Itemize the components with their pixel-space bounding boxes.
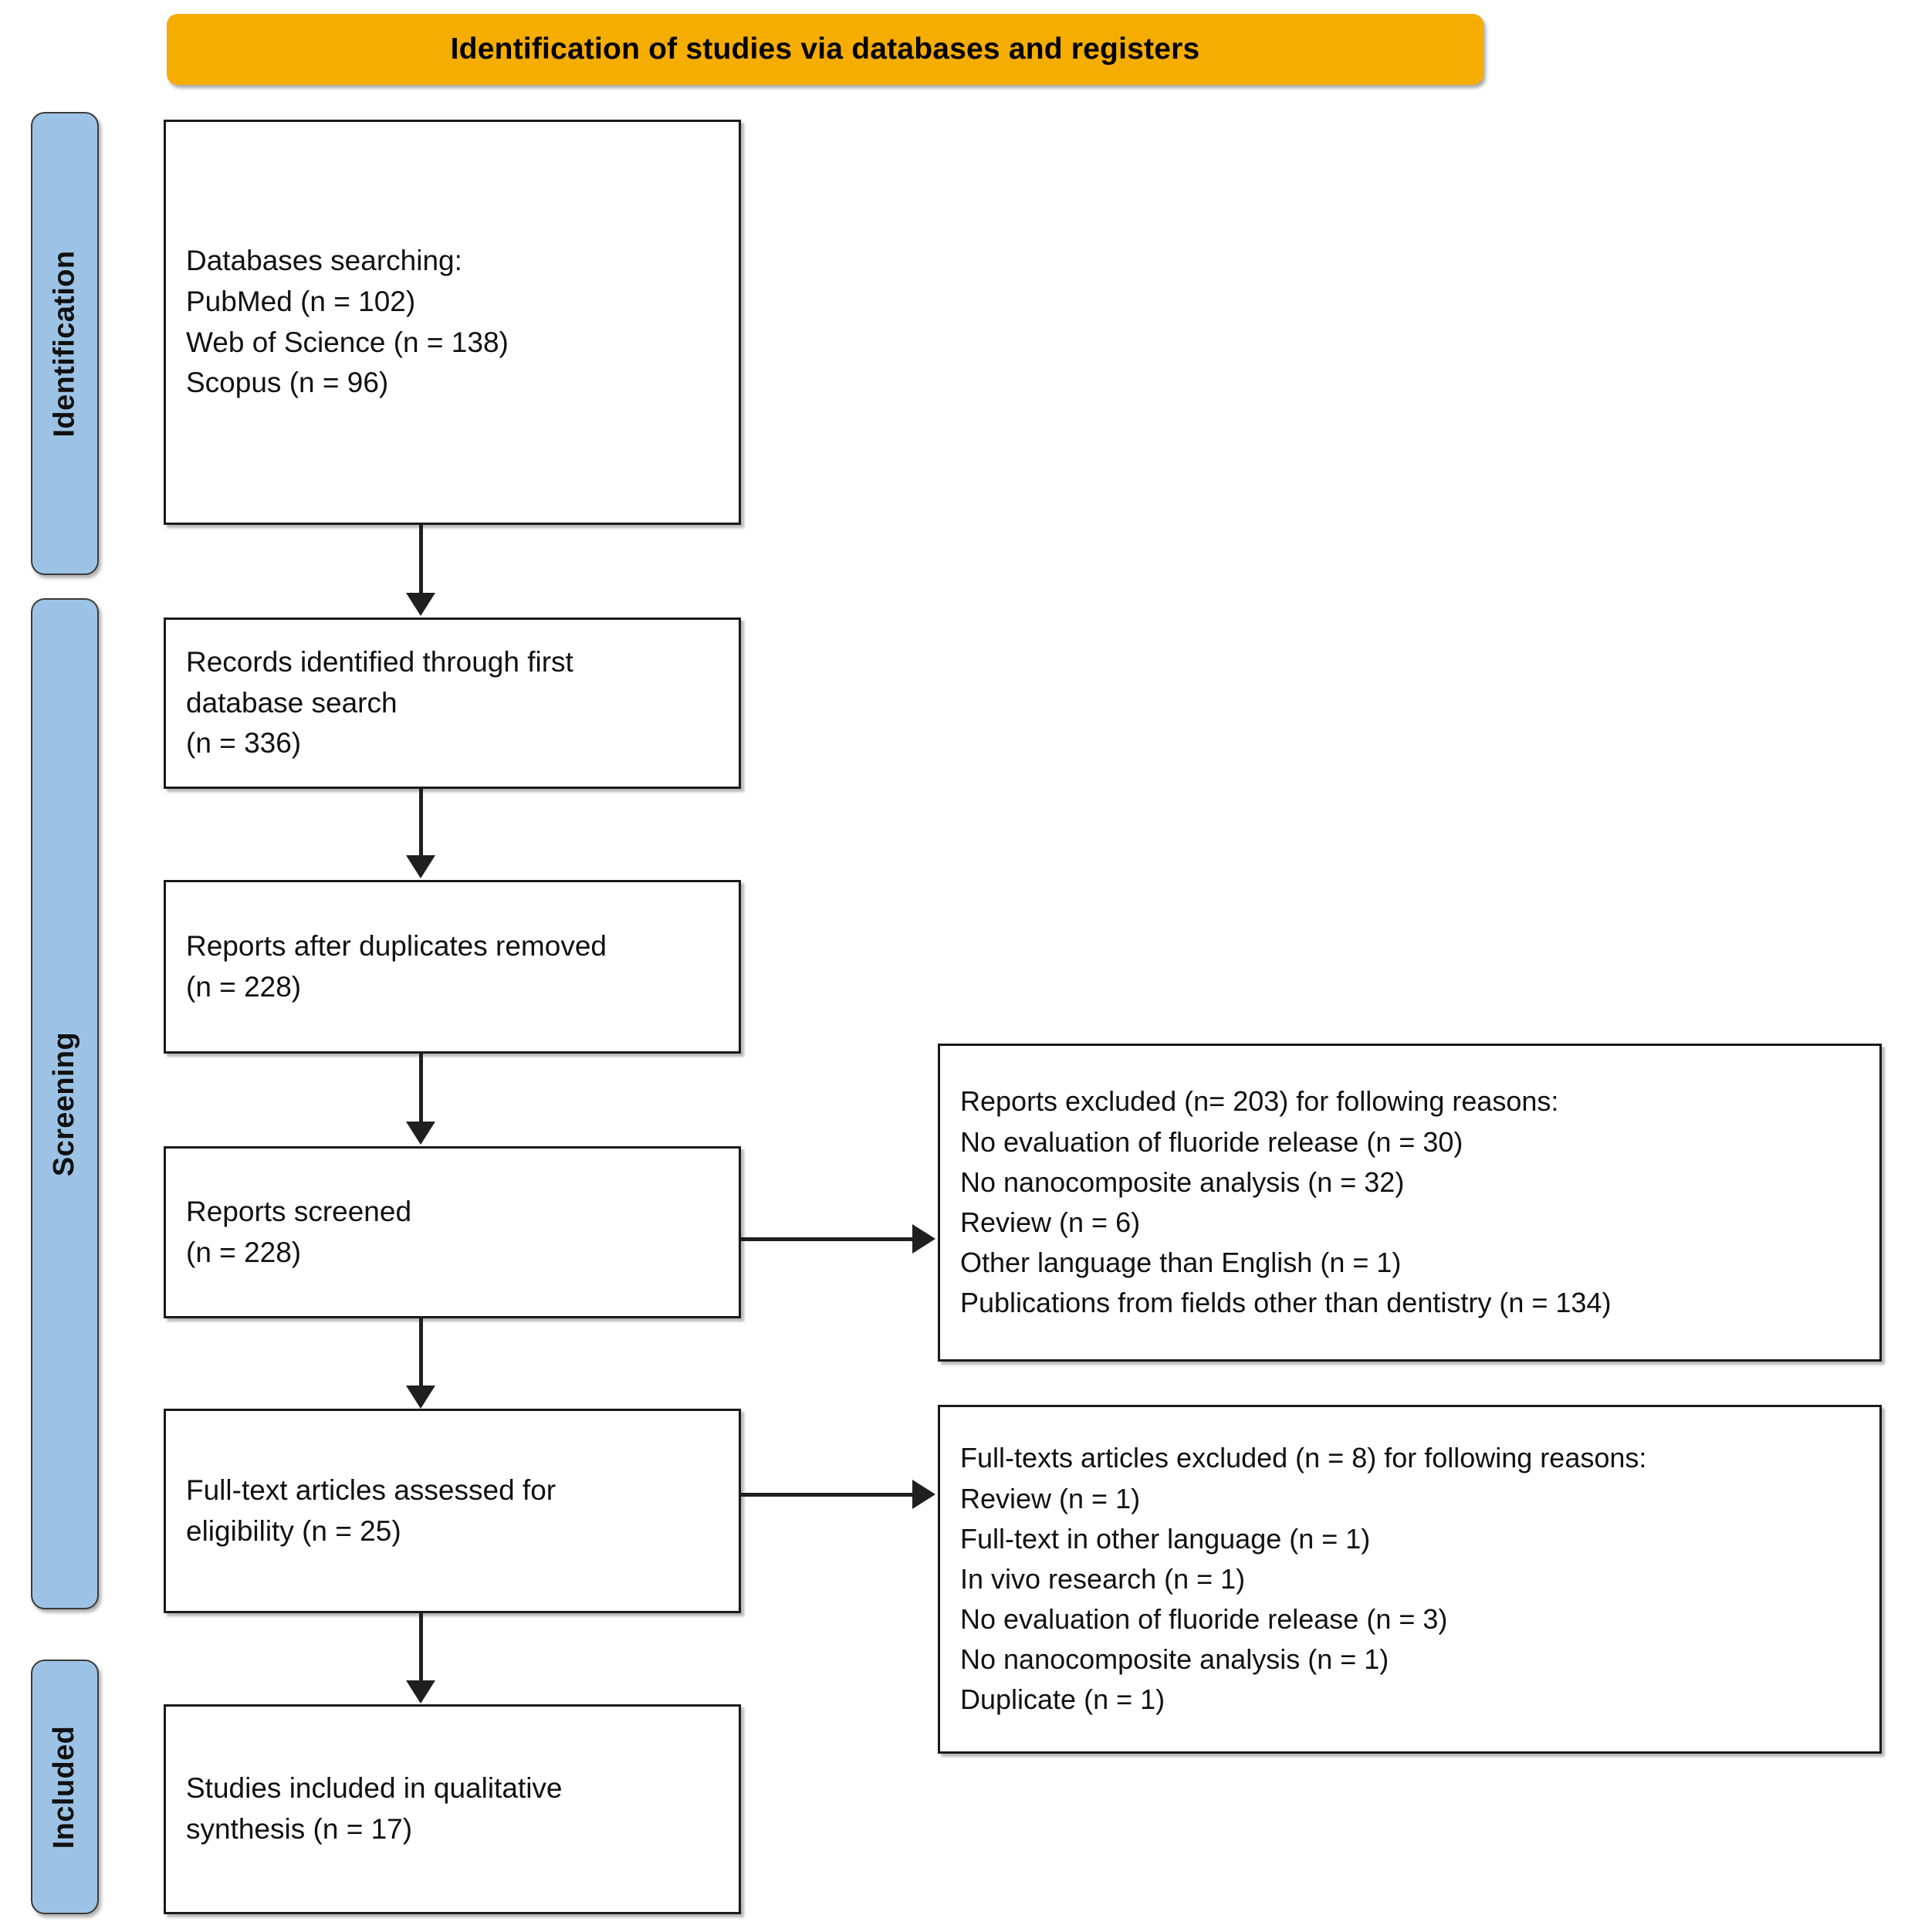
diagram-header-banner: Identification of studies via databases … <box>167 14 1483 85</box>
connector-line-2 <box>419 789 423 857</box>
connector-arrowhead-exclusion-1 <box>912 1224 935 1254</box>
box-reports-excluded-text: Reports excluded (n= 203) for following … <box>960 1085 1612 1319</box>
box-fulltext-excluded-text: Full-texts articles excluded (n = 8) for… <box>960 1442 1647 1716</box>
box-databases-searching-text: Databases searching: PubMed (n = 102) We… <box>186 245 509 399</box>
connector-line-3 <box>419 1054 423 1123</box>
connector-arrowhead-2 <box>406 855 435 878</box>
phase-bar-included: Included <box>31 1660 99 1914</box>
box-full-text-assessed-text: Full-text articles assessed for eligibil… <box>186 1474 556 1547</box>
phase-label-identification: Identification <box>48 249 81 438</box>
phase-label-included: Included <box>48 1725 81 1849</box>
phase-bar-identification: Identification <box>31 112 99 575</box>
phase-label-screening: Screening <box>48 1031 81 1176</box>
box-databases-searching: Databases searching: PubMed (n = 102) We… <box>164 120 741 525</box>
connector-line-1 <box>419 525 423 596</box>
box-records-identified-text: Records identified through first databas… <box>186 646 573 760</box>
box-reports-screened: Reports screened (n = 228) <box>164 1146 741 1318</box>
connector-arrowhead-5 <box>406 1680 435 1704</box>
box-records-identified: Records identified through first databas… <box>164 617 741 789</box>
box-full-text-assessed: Full-text articles assessed for eligibil… <box>164 1409 741 1613</box>
connector-line-exclusion-1 <box>741 1237 915 1241</box>
box-studies-included: Studies included in qualitative synthesi… <box>164 1704 741 1914</box>
box-fulltext-excluded: Full-texts articles excluded (n = 8) for… <box>938 1405 1882 1754</box>
connector-arrowhead-exclusion-2 <box>912 1480 935 1509</box>
box-reports-screened-text: Reports screened (n = 228) <box>186 1195 412 1268</box>
connector-arrowhead-1 <box>406 593 435 616</box>
box-reports-after-duplicates-text: Reports after duplicates removed (n = 22… <box>186 929 607 1003</box>
box-reports-excluded: Reports excluded (n= 203) for following … <box>938 1044 1882 1362</box>
connector-arrowhead-3 <box>406 1122 435 1145</box>
box-studies-included-text: Studies included in qualitative synthesi… <box>186 1772 563 1845</box>
connector-arrowhead-4 <box>406 1386 435 1409</box>
phase-bar-screening: Screening <box>31 598 99 1609</box>
diagram-title: Identification of studies via databases … <box>450 32 1200 66</box>
connector-line-5 <box>419 1613 423 1683</box>
connector-line-4 <box>419 1318 423 1388</box>
box-reports-after-duplicates: Reports after duplicates removed (n = 22… <box>164 880 741 1054</box>
connector-line-exclusion-2 <box>741 1493 915 1497</box>
